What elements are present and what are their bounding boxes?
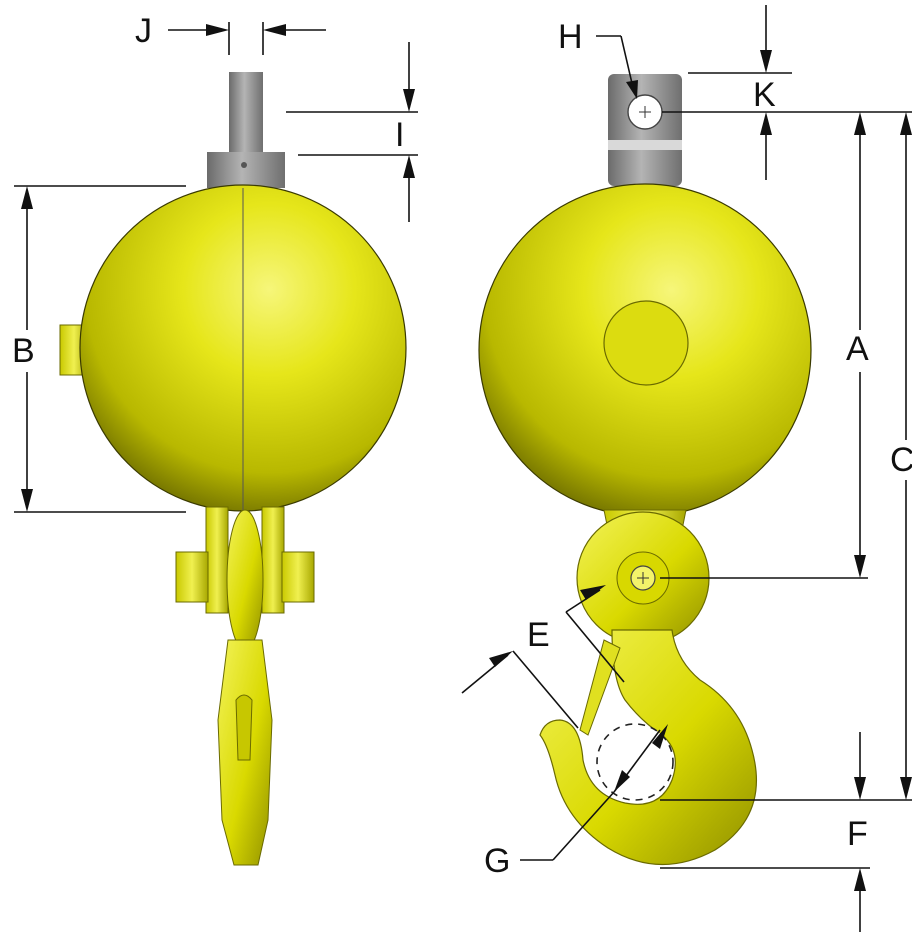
label-a: A	[846, 330, 869, 368]
hook-body-front	[539, 629, 758, 866]
hook-eye-side	[226, 509, 264, 651]
label-f: F	[847, 815, 868, 853]
label-h: H	[558, 18, 583, 56]
label-b: B	[12, 332, 35, 370]
swivel-collar	[207, 152, 285, 188]
hook-tip-side	[235, 694, 253, 761]
front-view: H K A C F E	[461, 5, 912, 932]
yoke-plate-left	[205, 506, 229, 614]
clevis-slot	[608, 140, 682, 150]
label-i: I	[395, 116, 404, 154]
side-view: J I B	[12, 12, 418, 866]
label-j: J	[135, 12, 152, 50]
label-e: E	[527, 616, 550, 654]
clevis-block	[608, 74, 682, 186]
label-c: C	[890, 441, 912, 479]
label-g: G	[484, 842, 510, 880]
pin-nut-right	[281, 551, 315, 603]
yoke-plate-right	[261, 506, 285, 614]
shank-pin-icon	[241, 162, 247, 168]
ball-cover-plate	[603, 300, 689, 386]
swivel-shank	[229, 72, 263, 156]
pin-nut-left	[175, 551, 209, 603]
label-k: K	[753, 76, 776, 114]
hook-latch	[579, 639, 621, 736]
